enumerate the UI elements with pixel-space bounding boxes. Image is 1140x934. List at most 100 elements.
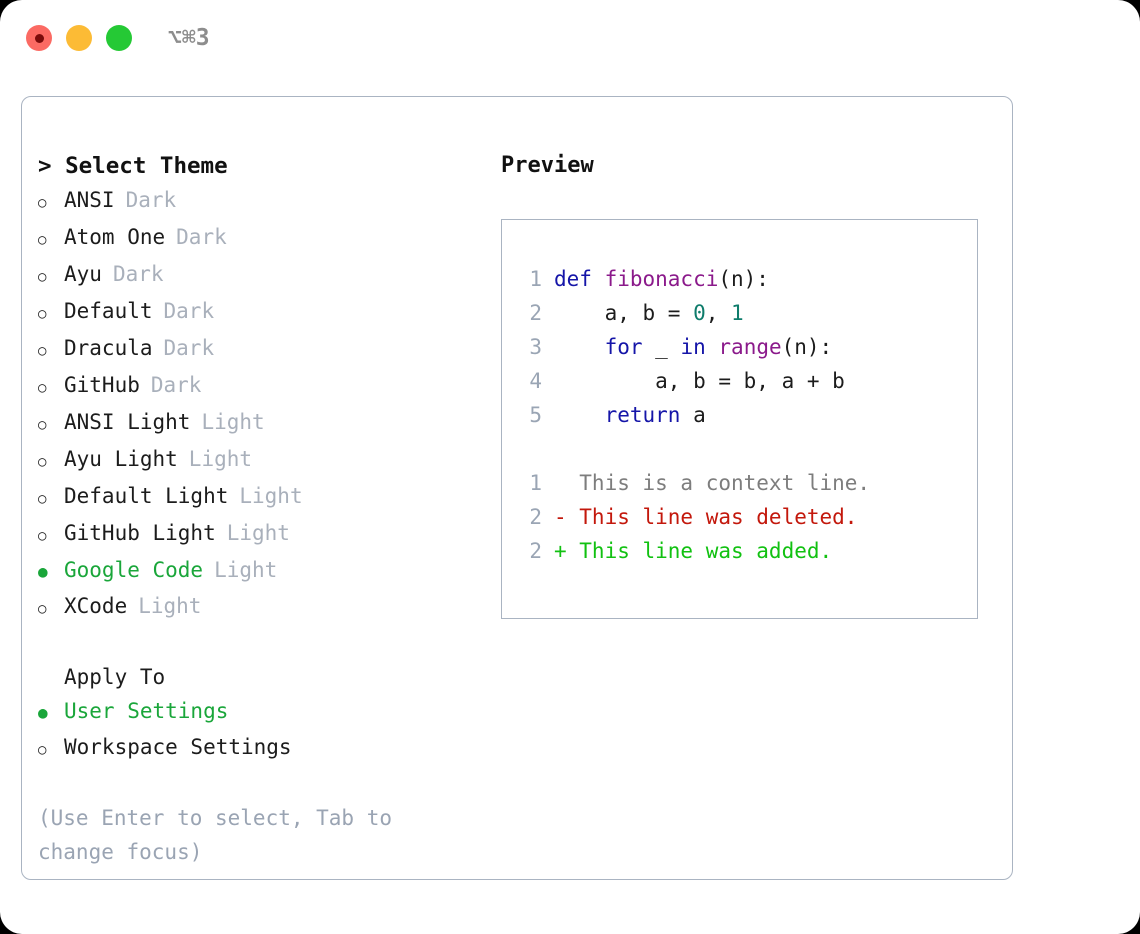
option-variant-badge: Dark <box>150 373 202 397</box>
code-token: a, b = b, a + b <box>554 369 845 393</box>
radio-unselected-icon: ○ <box>38 343 47 359</box>
option-label: Ayu Light <box>64 447 178 471</box>
diff-line: 1 This is a context line. <box>512 466 977 500</box>
code-token <box>554 403 605 427</box>
code-line: 5 return a <box>512 398 977 432</box>
code-token: a <box>680 403 706 427</box>
option-label: Ayu <box>64 262 102 286</box>
apply-to-list: ● User Settings ○Workspace Settings <box>38 694 478 767</box>
code-token: (n): <box>781 335 833 359</box>
diff-line: 2+ This line was added. <box>512 534 977 568</box>
maximize-button[interactable] <box>106 25 132 51</box>
option-label: XCode <box>64 594 128 618</box>
option-variant-badge: Dark <box>125 188 177 212</box>
record-dot-icon <box>34 33 44 43</box>
apply-option-0[interactable]: ● User Settings <box>38 694 478 730</box>
diff-line: 2 - This line was deleted. <box>512 500 977 534</box>
code-token: (n): <box>718 267 769 291</box>
option-label: ANSI Light <box>64 410 191 434</box>
code-token: fibonacci <box>604 267 719 291</box>
minimize-button[interactable] <box>66 25 92 51</box>
radio-unselected-icon: ○ <box>38 195 47 211</box>
apply-to-heading: Apply To <box>64 665 166 689</box>
option-variant-badge: Dark <box>163 299 215 323</box>
code-token: - This line was deleted. <box>554 505 858 529</box>
line-content: for _ in range(n): <box>554 330 833 364</box>
close-button[interactable] <box>26 25 52 51</box>
radio-unselected-icon: ○ <box>38 380 47 396</box>
line-number: 4 <box>529 369 542 393</box>
theme-option-5[interactable]: ○ GitHub Dark <box>38 368 478 405</box>
option-label: Workspace Settings <box>64 735 292 759</box>
radio-unselected-icon: ○ <box>38 417 47 433</box>
option-variant-badge: Light <box>226 521 290 545</box>
code-token: + This line was added. <box>554 539 833 563</box>
apply-option-1[interactable]: ○Workspace Settings <box>38 730 478 767</box>
option-label: ANSI <box>64 188 115 212</box>
line-number: 1 <box>529 267 542 291</box>
code-token: , <box>705 301 732 325</box>
theme-option-6[interactable]: ○ ANSI Light Light <box>38 405 478 442</box>
code-line: 1 def fibonacci(n): <box>512 262 977 296</box>
line-number: 5 <box>529 403 542 427</box>
option-label: GitHub Light <box>64 521 216 545</box>
line-content: This is a context line. <box>554 466 870 500</box>
line-content: a, b = b, a + b <box>554 364 845 398</box>
code-line: 2 a, b = 0, 1 <box>512 296 977 330</box>
option-variant-badge: Light <box>214 558 278 582</box>
traffic-lights <box>26 25 132 51</box>
keyboard-hint: (Use Enter to select, Tab to change focu… <box>38 806 393 864</box>
radio-selected-icon: ● <box>38 703 48 722</box>
code-token: return <box>604 403 681 427</box>
code-token <box>706 335 719 359</box>
line-number: 1 <box>529 471 542 495</box>
line-number: 2 <box>529 301 542 325</box>
page-title: > Select Theme <box>38 153 228 179</box>
radio-unselected-icon: ○ <box>38 232 47 248</box>
code-line: 3 for _ in range(n): <box>512 330 977 364</box>
line-number: 2 <box>529 505 542 529</box>
preview-title: Preview <box>501 153 594 178</box>
theme-option-3[interactable]: ○ Default Dark <box>38 294 478 331</box>
option-variant-badge: Dark <box>163 336 215 360</box>
line-content: def fibonacci(n): <box>554 262 769 296</box>
radio-unselected-icon: ○ <box>38 306 47 322</box>
option-label: Default <box>64 299 153 323</box>
code-line: 4 a, b = b, a + b <box>512 364 977 398</box>
option-label: Google Code <box>64 558 204 582</box>
option-variant-badge: Dark <box>176 225 227 249</box>
option-variant-badge: Dark <box>112 262 164 286</box>
option-label: Atom One <box>64 225 166 249</box>
shortcut-label: ⌥⌘3 <box>168 25 210 51</box>
option-label: GitHub <box>64 373 140 397</box>
line-content: - This line was deleted. <box>554 500 857 534</box>
theme-option-7[interactable]: ○ Ayu Light Light <box>38 442 478 479</box>
line-content: a, b = 0, 1 <box>554 296 744 330</box>
theme-option-1[interactable]: ○ Atom One Dark <box>38 220 478 257</box>
code-token: 0 <box>693 301 706 325</box>
option-variant-badge: Light <box>138 594 202 618</box>
radio-unselected-icon: ○ <box>38 454 47 470</box>
option-variant-badge: Light <box>188 447 253 471</box>
theme-option-0[interactable]: ○ ANSI Dark <box>38 183 478 220</box>
option-variant-badge: Light <box>201 410 265 434</box>
code-token: 1 <box>731 301 744 325</box>
line-content: return a <box>554 398 706 432</box>
code-token: range <box>718 335 782 359</box>
code-token: _ <box>642 335 681 359</box>
code-token: in <box>680 335 706 359</box>
option-label: User Settings <box>64 699 229 723</box>
code-token <box>554 335 605 359</box>
code-token: This is a context line. <box>554 471 871 495</box>
